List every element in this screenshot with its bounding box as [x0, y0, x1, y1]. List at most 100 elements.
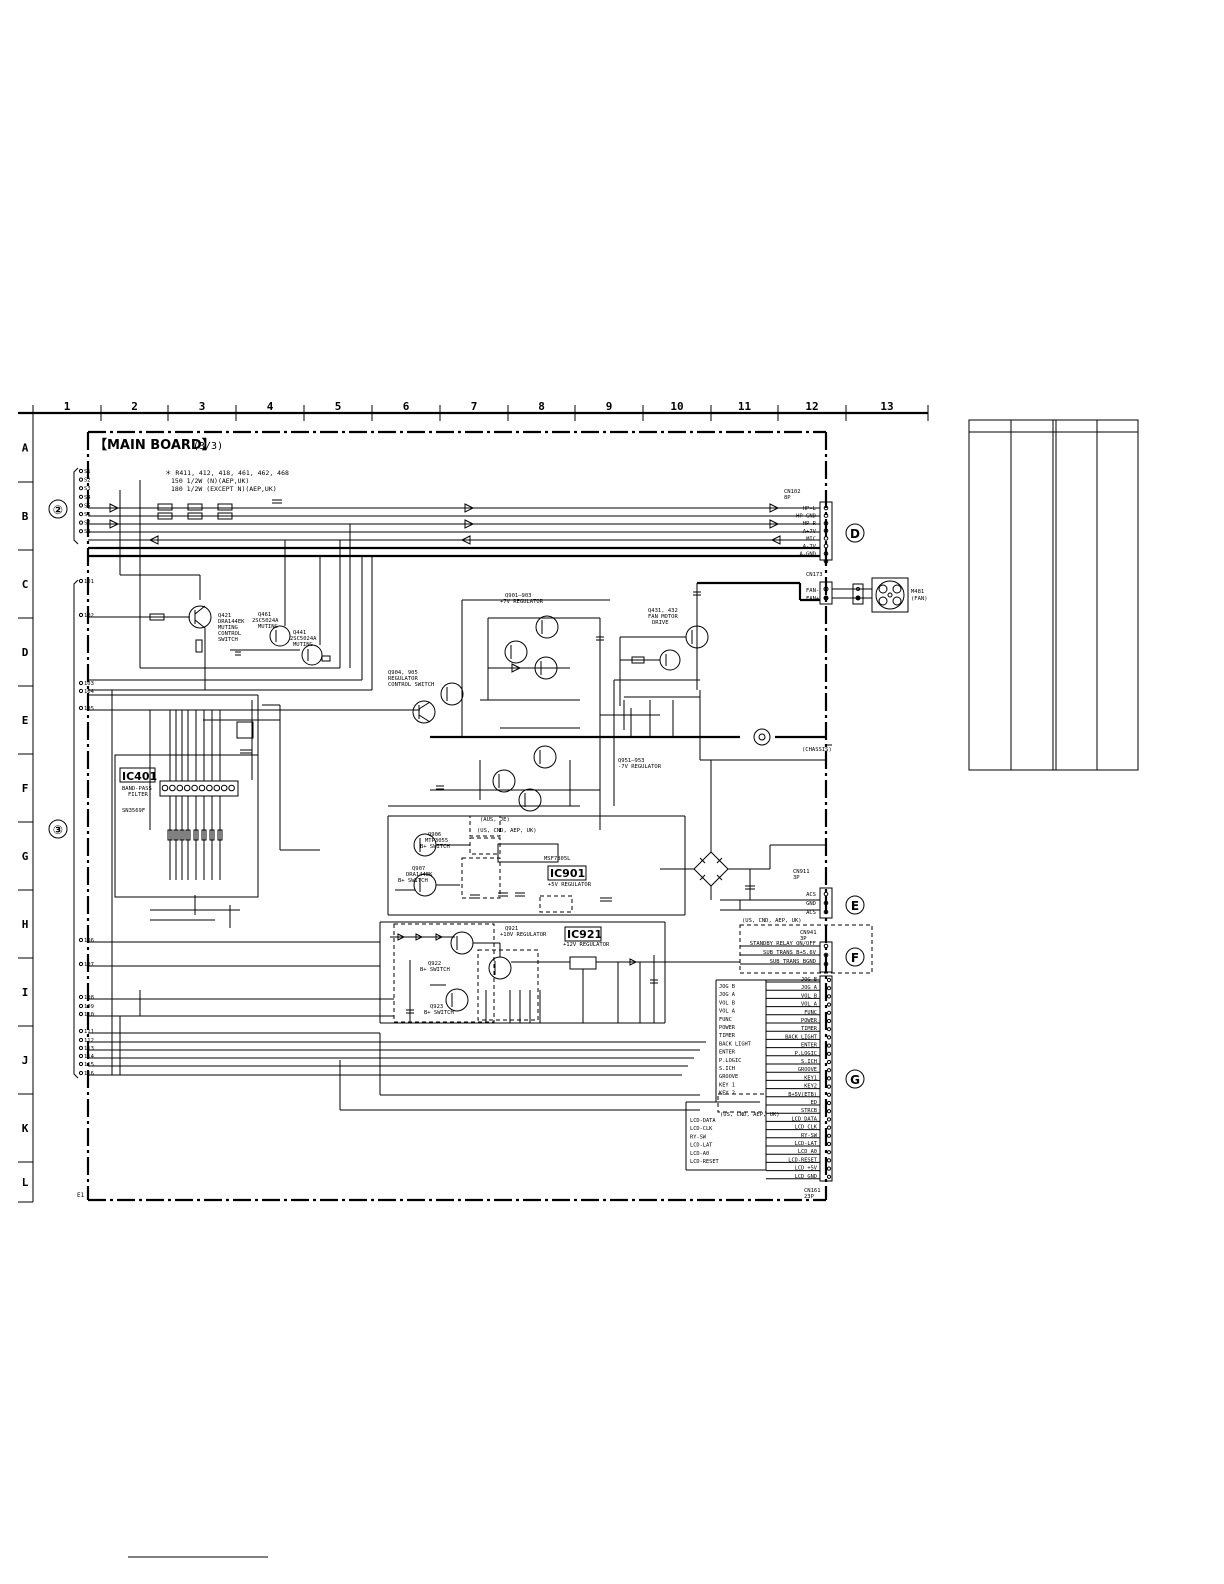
pin-circle	[78, 1053, 84, 1059]
transistor-q904-icon	[440, 682, 464, 706]
ic401-pin	[228, 784, 235, 792]
q431-func: FAN MOTOR	[648, 614, 678, 620]
region-notes: (US, CND, AEP, UK) (AUS, JE) (US, CND, A…	[477, 817, 780, 1118]
cn161-pin-label: LCD A0	[798, 1149, 817, 1155]
q421-ref: Q421	[218, 613, 231, 619]
cn161-pin-label: LCD CLK	[795, 1125, 818, 1131]
pin-circle	[78, 1037, 84, 1043]
svg-text:SN3569F: SN3569F	[122, 808, 145, 814]
cn161-pin-label: STRCB	[801, 1108, 817, 1114]
left-pin-label: 107	[84, 962, 94, 968]
ic901-regulator-section: IC901 +5V REGULATOR MSF7805L	[387, 760, 826, 916]
cn161-signal-label: KEY 1	[719, 1082, 735, 1088]
muting-section: Q421DRA144EKMUTINGCONTROLSWITCHQ4612SC50…	[88, 480, 351, 690]
cn161-pin-label: KEY2	[804, 1084, 817, 1090]
svg-text:＊ R411, 412, 418, 461, 462, 46: ＊ R411, 412, 418, 461, 462, 468	[165, 469, 289, 477]
grid-col-label: 2	[131, 400, 138, 413]
ic401-pin	[183, 784, 191, 792]
q904-ref: Q904, 905	[388, 670, 418, 676]
pin-circle	[78, 688, 84, 694]
svg-text:CN161: CN161	[804, 1188, 821, 1194]
sheet-ref-3: ③	[48, 819, 68, 839]
grid-col-label: 3	[199, 400, 206, 413]
svg-text:M481: M481	[911, 589, 924, 595]
svg-text:8P: 8P	[784, 495, 791, 501]
pin-circle	[78, 486, 84, 491]
svg-text:180 1/2W (EXCEPT N)(AEP,UK): 180 1/2W (EXCEPT N)(AEP,UK)	[171, 485, 277, 493]
transistor-q952-icon	[492, 769, 516, 793]
svg-text:(CHASSIS): (CHASSIS)	[802, 747, 832, 753]
pin-circle	[78, 705, 84, 711]
cn161-signal-label: RY-SW	[690, 1134, 707, 1140]
grid-row-label: B	[22, 510, 29, 523]
cn911-pin-label: GND	[806, 901, 816, 907]
cn102-pin-label: HP-L	[803, 506, 817, 512]
q951-ref: Q951–953	[618, 758, 645, 764]
cn161-signal-label: KEY 2	[719, 1091, 735, 1097]
cn161-pin-label: BACK LIGHT	[785, 1034, 818, 1040]
transistor-q951-icon	[518, 788, 542, 812]
cn161-pin-label: JOG A	[801, 985, 818, 991]
cn941-pin-label: SUB TRANS B+5.6V	[763, 950, 817, 956]
ic921-regulator-section: IC921 +12V REGULATOR	[379, 921, 740, 1024]
svg-text:D: D	[850, 527, 860, 541]
transistor-q432-icon	[659, 649, 681, 671]
pin-circle	[78, 1011, 84, 1017]
pin-circle	[78, 994, 84, 1000]
lower-signal-lines	[88, 690, 706, 1111]
q421-func: MUTING	[218, 625, 238, 631]
svg-text:(FAN): (FAN)	[911, 596, 928, 602]
cn161-pin-label: POWER	[801, 1018, 818, 1024]
transistor-q905-icon	[412, 700, 436, 724]
svg-text:FAN-: FAN-	[806, 588, 819, 594]
left-pin-label: 116	[84, 1071, 94, 1077]
upper-signal-bus	[88, 499, 820, 558]
cn161-pin-label: VOL A	[801, 1002, 818, 1008]
ic401-pin	[206, 784, 213, 792]
svg-text:CN102: CN102	[784, 489, 801, 495]
pin-circle	[78, 1061, 84, 1067]
left-pin-label: S7	[84, 521, 91, 527]
left-pin-label: 110	[84, 1012, 94, 1018]
cn102-pin-label: A-7V	[803, 544, 817, 550]
grid-row-label: L	[22, 1176, 29, 1189]
grid-row-label: C	[22, 578, 29, 591]
q431-ref: Q431, 432	[648, 608, 678, 614]
cn161-pin-label: FUNC	[804, 1010, 817, 1016]
pin-circle	[78, 477, 84, 482]
left-pin-label: 114	[84, 1054, 95, 1060]
q907-func: B+ SWITCH	[398, 878, 428, 884]
sheet-ref-2: ②	[48, 499, 68, 519]
ic901-label: IC901	[550, 867, 585, 880]
q906-func: B+ SWITCH	[420, 844, 450, 850]
cn102-pin-label: MIC	[806, 536, 816, 542]
cn161-pin-label: ED	[811, 1100, 817, 1106]
q923-func: B+ SWITCH	[424, 1010, 454, 1016]
svg-text:CN911: CN911	[793, 869, 810, 875]
cn161-pin-label: B+5V(ETB)	[788, 1092, 817, 1098]
grid-col-label: 8	[538, 400, 545, 413]
q904-func: CONTROL SWITCH	[388, 682, 434, 688]
cn161-pin-label: RY-SW	[801, 1133, 818, 1139]
ic401-label: IC401	[122, 770, 157, 783]
cn161-pin-label: KEY1	[804, 1075, 817, 1081]
board-title: 【MAIN BOARD】	[94, 437, 215, 453]
svg-text:F: F	[851, 951, 859, 965]
cn161-signal-label: LCD-RESET	[690, 1159, 720, 1165]
grid-col-label: 5	[335, 400, 342, 413]
left-pin-label: S3	[84, 486, 91, 492]
ic401-pin	[161, 784, 169, 792]
pin-circle	[78, 468, 84, 474]
cn161-pin-label: LCD +5V	[795, 1166, 818, 1172]
cn941-pin-label: STANDBY RELAY ON/OFF	[750, 941, 816, 947]
grid-row-label: E	[22, 714, 29, 727]
ic401-pin	[213, 784, 221, 792]
cn102-pin-label: HP-GND	[796, 514, 816, 520]
q922-ref: Q922	[428, 961, 441, 967]
left-pin-label: 103	[84, 681, 94, 687]
grid-row-label: F	[22, 782, 29, 795]
transistor-q922-icon	[445, 988, 469, 1012]
cn102-pin-label: A+7V	[803, 529, 817, 535]
transistor-q903-icon	[504, 640, 528, 664]
